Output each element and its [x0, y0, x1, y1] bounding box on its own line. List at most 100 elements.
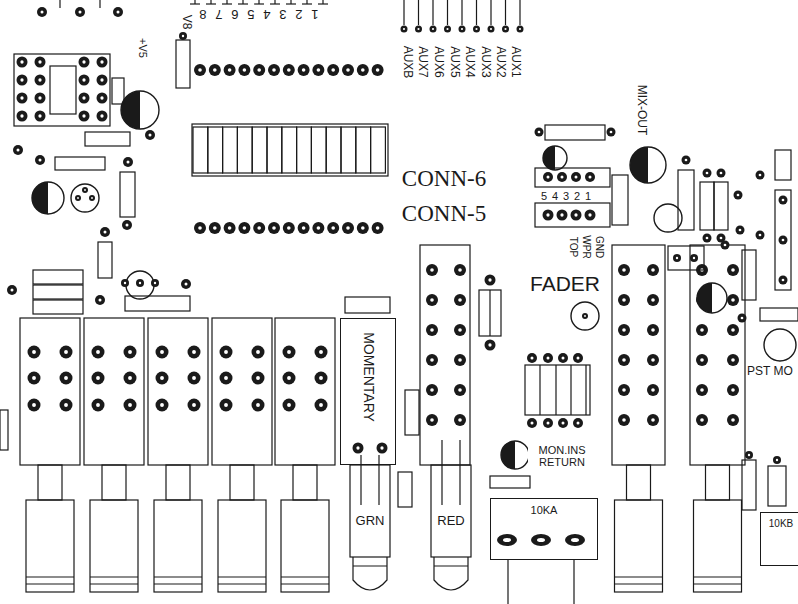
solder-pad [618, 294, 630, 306]
solder-pad [618, 354, 630, 366]
silkscreen-label: 1 [584, 190, 592, 202]
solder-pad [502, 26, 509, 33]
solder-pad [647, 324, 659, 336]
solder-pad [736, 226, 745, 235]
solder-pad [485, 275, 496, 286]
solder-pad [543, 172, 553, 182]
fader-body [20, 318, 80, 465]
solder-pad [17, 111, 28, 122]
solder-pad [647, 414, 659, 426]
resistor-symbol [678, 170, 694, 230]
solder-pad [17, 57, 28, 68]
solder-pad [454, 354, 466, 366]
solder-pad [209, 222, 221, 234]
solder-pad [268, 222, 280, 234]
fader-knob [218, 576, 266, 577]
solder-pad [283, 64, 295, 76]
solder-pad [28, 372, 41, 385]
solder-pad [454, 294, 466, 306]
resistor-symbol [490, 476, 530, 488]
solder-pad [571, 210, 582, 221]
solder-pad [113, 7, 123, 17]
silkscreen-label: 6 [230, 7, 239, 21]
fader-knob [694, 576, 742, 577]
switch-outline: MOMENTARY [340, 318, 396, 465]
fader-body [275, 318, 335, 465]
fader-body [612, 245, 665, 465]
solder-pad [75, 195, 81, 201]
solder-pad [527, 353, 537, 363]
solder-pad [426, 414, 438, 426]
solder-pad [151, 279, 159, 287]
solder-pad [543, 418, 553, 428]
solder-pad [17, 75, 28, 86]
fader-knob [615, 500, 663, 592]
solder-pad [488, 26, 495, 33]
solder-pad [17, 93, 28, 104]
solder-pad [426, 384, 438, 396]
fader-knob [218, 583, 266, 584]
solder-pad [357, 64, 369, 76]
resistor-body [282, 127, 297, 173]
transistor-symbol [501, 441, 529, 469]
resistor-symbol [345, 297, 390, 313]
silkscreen-label: AUX5 [447, 45, 460, 78]
resistor-body [341, 127, 356, 173]
solder-pad [571, 172, 581, 182]
aux-pin [476, 0, 477, 25]
fader-knob [281, 576, 329, 577]
solder-pad [136, 279, 144, 287]
solder-pad [312, 222, 324, 234]
silkscreen-label: 1 [310, 7, 319, 21]
solder-pad [60, 346, 73, 359]
solder-pad [756, 171, 765, 180]
led-lead [378, 455, 379, 505]
solder-pad [28, 346, 41, 359]
solder-pad [647, 264, 659, 276]
fader-knob [694, 500, 742, 592]
solder-pad [703, 234, 712, 243]
solder-pad [100, 227, 110, 237]
solder-pad [79, 57, 90, 68]
resistor-bank-outline [192, 124, 388, 176]
solder-pad [252, 372, 265, 385]
silkscreen-label: 4 [262, 7, 271, 21]
solder-pad [224, 222, 236, 234]
silkscreen-label: 2 [294, 7, 303, 21]
resistor-symbol [55, 157, 105, 170]
resistor-symbol [405, 390, 419, 435]
silkscreen-label: 2 [573, 190, 581, 202]
solder-pad [181, 279, 191, 289]
solder-pad [703, 169, 712, 178]
solder-pad [647, 384, 659, 396]
solder-pad [585, 172, 595, 182]
solder-pad [473, 26, 480, 33]
solder-pad [92, 372, 105, 385]
solder-pad [97, 111, 108, 122]
resistor-symbol [33, 270, 83, 284]
component-circle [764, 329, 796, 361]
solder-pad [696, 414, 708, 426]
solder-pad [194, 64, 206, 76]
solder-pad [353, 443, 364, 454]
solder-pad [454, 324, 466, 336]
solder-pad [558, 353, 568, 363]
resistor-symbol [125, 296, 190, 311]
resistor-symbol [742, 250, 756, 300]
solder-pad [682, 156, 691, 165]
pot-pad [503, 538, 511, 542]
solder-pad [124, 346, 137, 359]
silk-line [99, 0, 100, 8]
silkscreen-label: 3 [278, 7, 287, 21]
solder-pad [35, 155, 45, 165]
header-pin [222, 3, 232, 4]
solder-pad [188, 399, 201, 412]
led-outline [431, 465, 471, 557]
fader-knob [90, 576, 138, 577]
header-pin [270, 3, 280, 4]
solder-pad [252, 399, 265, 412]
solder-pad [156, 399, 169, 412]
solder-pad [92, 346, 105, 359]
solder-pad [145, 130, 155, 140]
